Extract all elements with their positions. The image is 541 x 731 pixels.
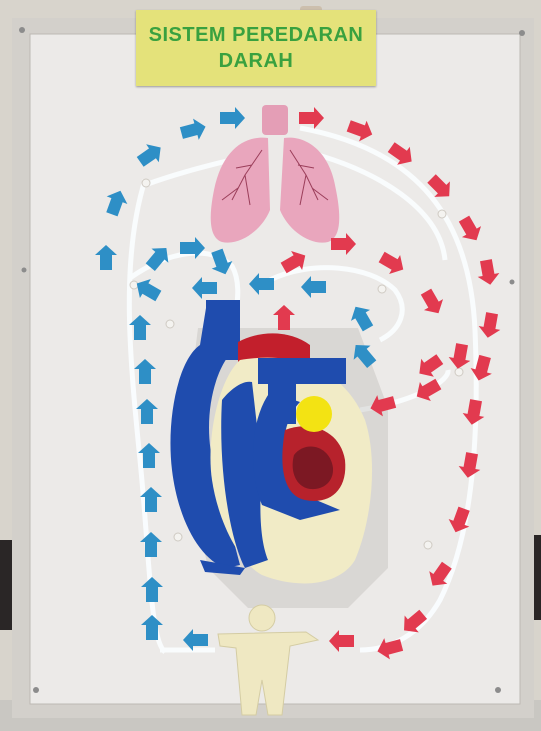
pulmonary-artery — [258, 358, 346, 384]
title-line-1: SISTEM PEREDARAN — [149, 22, 364, 48]
vena-cava — [206, 300, 240, 360]
title-line-2: DARAH — [219, 48, 294, 74]
baseboard-left — [0, 540, 14, 630]
valve-yellow — [296, 396, 332, 432]
title-card: SISTEM PEREDARAN DARAH — [136, 10, 376, 86]
